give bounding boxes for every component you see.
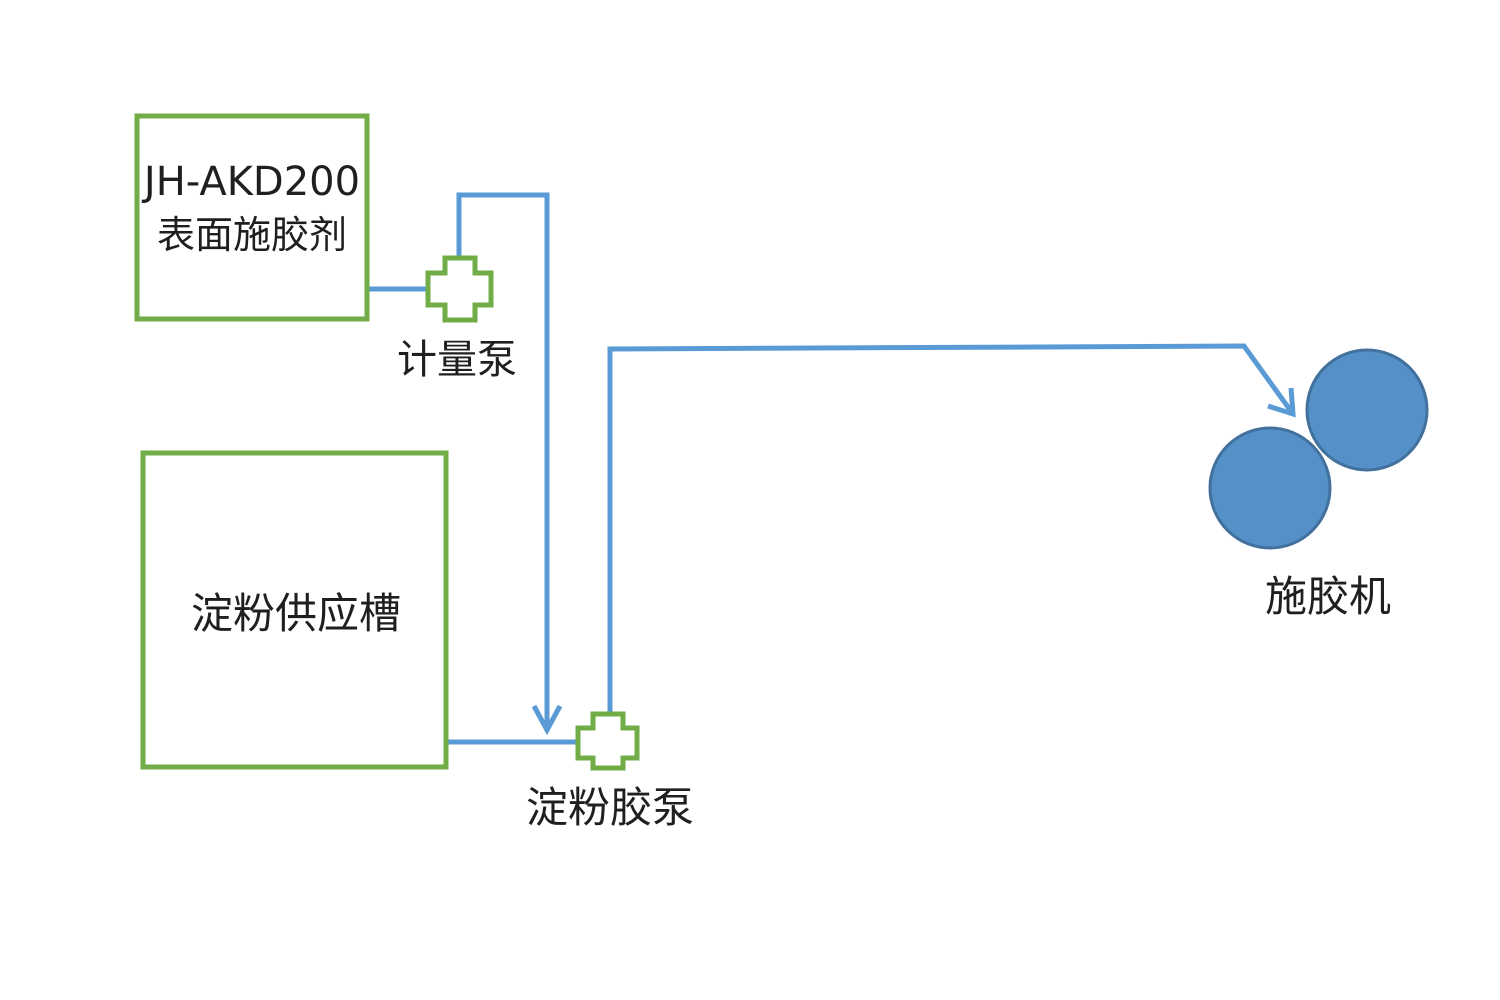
pipes <box>368 192 1296 745</box>
akd-tank-product-code: JH-AKD200 <box>141 159 360 205</box>
size-press-upper-roller <box>1305 348 1429 472</box>
starch-pump-label: 淀粉胶泵 <box>526 783 694 832</box>
size-press-icon <box>1208 348 1429 550</box>
starch-pump-icon <box>575 711 640 771</box>
size-press-lower-roller <box>1208 426 1332 550</box>
pipe-metering-pump-to-starch-pump <box>456 192 550 730</box>
pipe-starch-pump-to-size-press <box>607 343 1296 712</box>
metering-pump-label: 计量泵 <box>397 337 517 383</box>
akd-tank-box <box>134 113 370 322</box>
starch-tank-box <box>140 450 449 770</box>
starch-tank-label: 淀粉供应槽 <box>191 589 401 638</box>
size-press-label: 施胶机 <box>1265 572 1391 621</box>
akd-tank-product-name: 表面施胶剂 <box>157 213 347 257</box>
arrowhead-metering-line <box>531 704 563 736</box>
arrowhead-size-press <box>1267 387 1296 418</box>
metering-pump-icon <box>425 255 494 323</box>
